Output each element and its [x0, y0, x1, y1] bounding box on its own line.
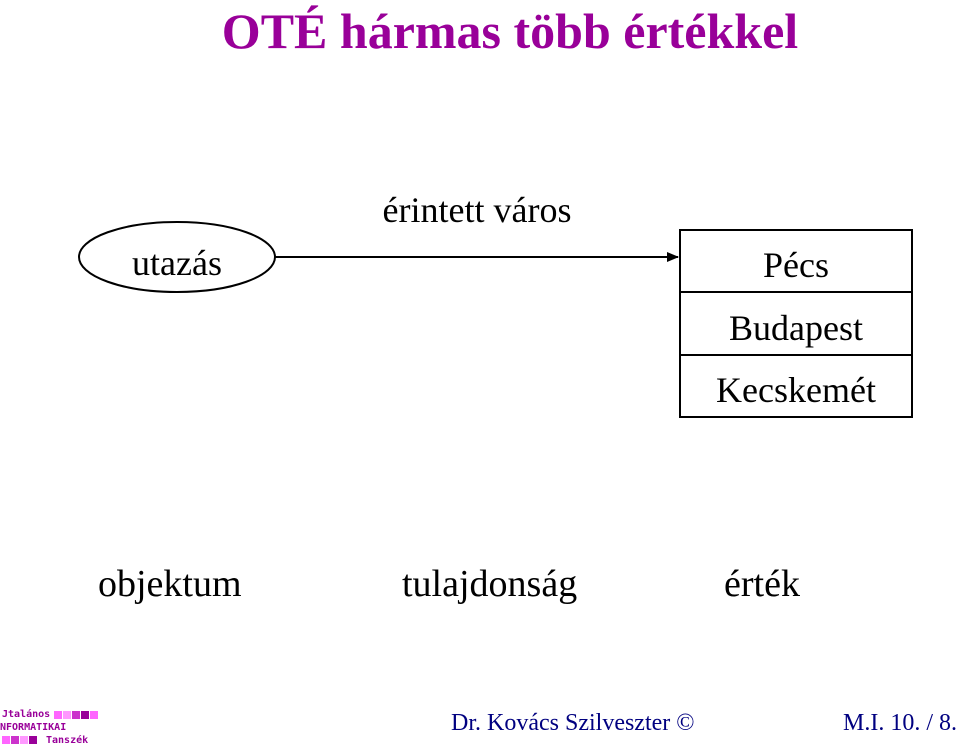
- property-label: érintett város: [383, 190, 572, 230]
- value-item: Kecskemét: [716, 370, 876, 410]
- page-title: OTÉ hármas több értékkel: [221, 3, 799, 59]
- footer-author: Dr. Kovács Szilveszter ©: [451, 710, 695, 736]
- department-logo: Jtalános NFORMATIKAI Tanszék: [0, 708, 104, 747]
- object-caption: objektum: [98, 563, 242, 605]
- logo-square: [54, 711, 62, 719]
- value-caption: érték: [724, 563, 800, 605]
- logo-square: [20, 736, 28, 744]
- logo-square: [90, 711, 98, 719]
- logo-line: Jtalános: [2, 709, 51, 720]
- logo-square: [2, 736, 10, 744]
- value-box: [679, 229, 913, 418]
- logo-line: NFORMATIKAI: [0, 722, 67, 733]
- value-item: Pécs: [763, 245, 829, 285]
- footer-page-number: M.I. 10. / 8.: [843, 710, 957, 736]
- logo-square: [63, 711, 71, 719]
- logo-square: [81, 711, 89, 719]
- logo-square: [72, 711, 80, 719]
- logo-square: [29, 736, 37, 744]
- logo-square: [11, 736, 19, 744]
- property-caption: tulajdonság: [402, 563, 578, 605]
- object-node-label: utazás: [132, 243, 222, 283]
- logo-line: Tanszék: [46, 735, 89, 746]
- value-item: Budapest: [729, 308, 863, 348]
